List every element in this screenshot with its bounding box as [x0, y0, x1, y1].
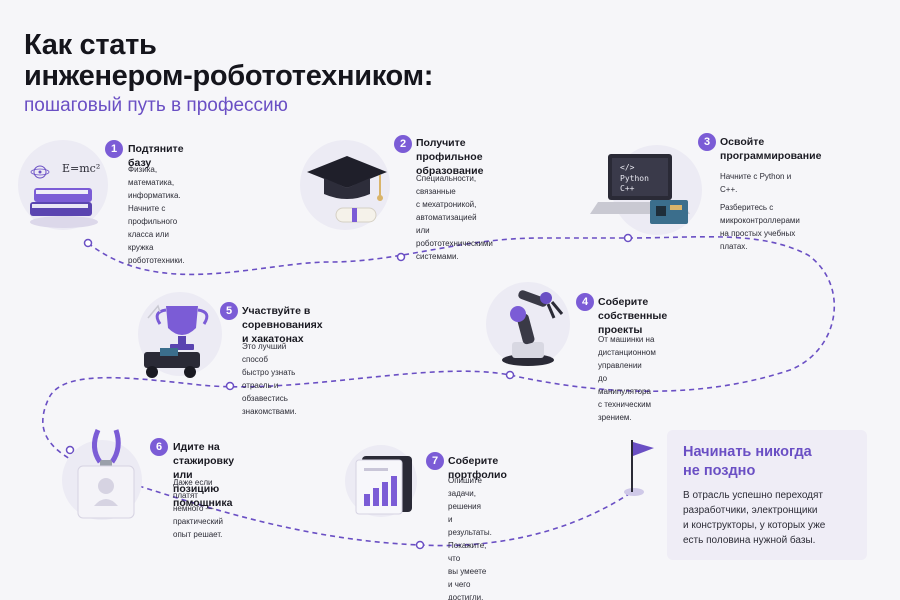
title-line: инженером-робототехником: — [24, 60, 434, 92]
step-title-line: Соберите портфолио — [448, 455, 507, 481]
books-icon: E=mc² — [30, 162, 100, 228]
final-text-line: и конструкторы, у которых уже — [683, 520, 826, 531]
final-text-line: разработчики, электронщики — [683, 505, 818, 516]
laptop-code-icon: </> Python C++ — [590, 154, 690, 224]
step-number-badge: 1 — [105, 140, 123, 158]
graduation-cap-icon — [307, 156, 387, 223]
step-description-line: практический опыт решает. — [173, 517, 224, 539]
step-title-line: программирование — [720, 150, 822, 162]
step-title: Соберите портфолио — [448, 454, 507, 482]
step-description-line: Опишите задачи, решения — [448, 476, 482, 511]
step-number-badge: 4 — [576, 293, 594, 311]
step-title-line: собственные проекты — [598, 310, 668, 336]
final-text-line: В отрасль успешно переходят — [683, 490, 824, 501]
step-title-line: Получите — [416, 137, 466, 149]
final-title-line: Начинать никогда — [683, 444, 812, 460]
page-subtitle: пошаговый путь в профессию — [24, 95, 288, 116]
step-title-line: Подтяните базу — [128, 143, 184, 169]
step-description: Начните с Python и C++. Разберитесь с ми… — [720, 170, 800, 253]
step-title-line: Соберите — [598, 296, 649, 308]
final-callout-card — [667, 430, 867, 560]
step-title: Участвуйте в соревнованиях и хакатонах — [242, 304, 323, 346]
step-title-line: профильное образование — [416, 151, 484, 177]
step-number-badge: 2 — [394, 135, 412, 153]
step-description-line: системами. — [416, 252, 459, 261]
code-line: </> — [620, 163, 635, 172]
step-number-badge: 5 — [220, 302, 238, 320]
step-description-line: Даже если платят немного — — [173, 478, 214, 513]
step-number-badge: 3 — [698, 133, 716, 151]
step-description-line: или робототехническими — [416, 226, 493, 248]
step-description-line: Специальности, связанные — [416, 174, 477, 196]
step-title: Получите профильное образование — [416, 136, 483, 178]
step-number-badge: 7 — [426, 452, 444, 470]
robot-arm-icon — [502, 290, 564, 366]
step-title-line: Участвуйте в соревнованиях — [242, 305, 323, 331]
step-title: Идите на стажировку или позицию помощник… — [173, 440, 234, 510]
step-description-line: и результаты. Покажите, что — [448, 515, 492, 563]
portfolio-chart-icon — [355, 456, 412, 515]
step-description: Физика, математика, информатика. Начните… — [128, 163, 185, 267]
step-description-line: Разберитесь с микроконтроллерами — [720, 203, 800, 225]
step-title: Подтяните базу — [128, 142, 184, 170]
formula-text: E=mc² — [62, 162, 100, 175]
step-title: Освойте программирование — [720, 135, 821, 163]
step-title-line: или позицию помощника — [173, 469, 233, 509]
final-callout-title: Начинать никогда не поздно — [683, 443, 812, 481]
final-text-line: есть половина нужной базы. — [683, 535, 816, 546]
step-title-line: и хакатонах — [242, 333, 304, 345]
step-description-line: класса или кружка — [128, 230, 169, 252]
step-description-line: отрасль и обзавестись знакомствами. — [242, 381, 297, 416]
step-description-line: на простых учебных платах. — [720, 229, 796, 251]
step-description-line: Начните с профильного — [128, 204, 178, 226]
title-line: Как стать — [24, 29, 157, 61]
step-description-line: От машинки на дистанционном управлении — [598, 335, 656, 370]
step-title-line: Освойте — [720, 136, 765, 148]
step-title-line: Идите на стажировку — [173, 441, 235, 467]
step-description-line: с мехатроникой, автоматизацией — [416, 200, 477, 222]
badge-icon — [77, 428, 135, 519]
trophy-icon — [144, 304, 209, 378]
step-description-line: робототехники. — [128, 256, 185, 265]
step-description-line: информатика. — [128, 191, 181, 200]
step-number-badge: 6 — [150, 438, 168, 456]
final-title-line: не поздно — [683, 463, 756, 479]
step-description: От машинки на дистанционном управлении д… — [598, 333, 656, 424]
page-title: Как стать инженером-робототехником: — [24, 30, 433, 92]
flag-icon — [624, 440, 654, 496]
step-title: Соберите собственные проекты — [598, 295, 667, 337]
step-description-line: Это лучший способ быстро узнать — [242, 342, 296, 377]
step-description: Опишите задачи, решения и результаты. По… — [448, 474, 492, 600]
step-description: Специальности, связанные с мехатроникой,… — [416, 172, 493, 263]
code-line: Python — [620, 174, 649, 183]
final-callout-text: В отрасль успешно переходят разработчики… — [683, 488, 825, 548]
step-description: Это лучший способ быстро узнать отрасль … — [242, 340, 297, 418]
code-line: C++ — [620, 184, 635, 193]
step-description-line: вы умеете и чего достигли. — [448, 567, 487, 600]
step-description-line: до манипулятора с техническим зрением. — [598, 374, 652, 422]
step-description-line: Начните с Python и C++. — [720, 172, 792, 194]
step-description-line: Физика, математика, — [128, 165, 175, 187]
step-description: Даже если платят немного — практический … — [173, 476, 223, 541]
